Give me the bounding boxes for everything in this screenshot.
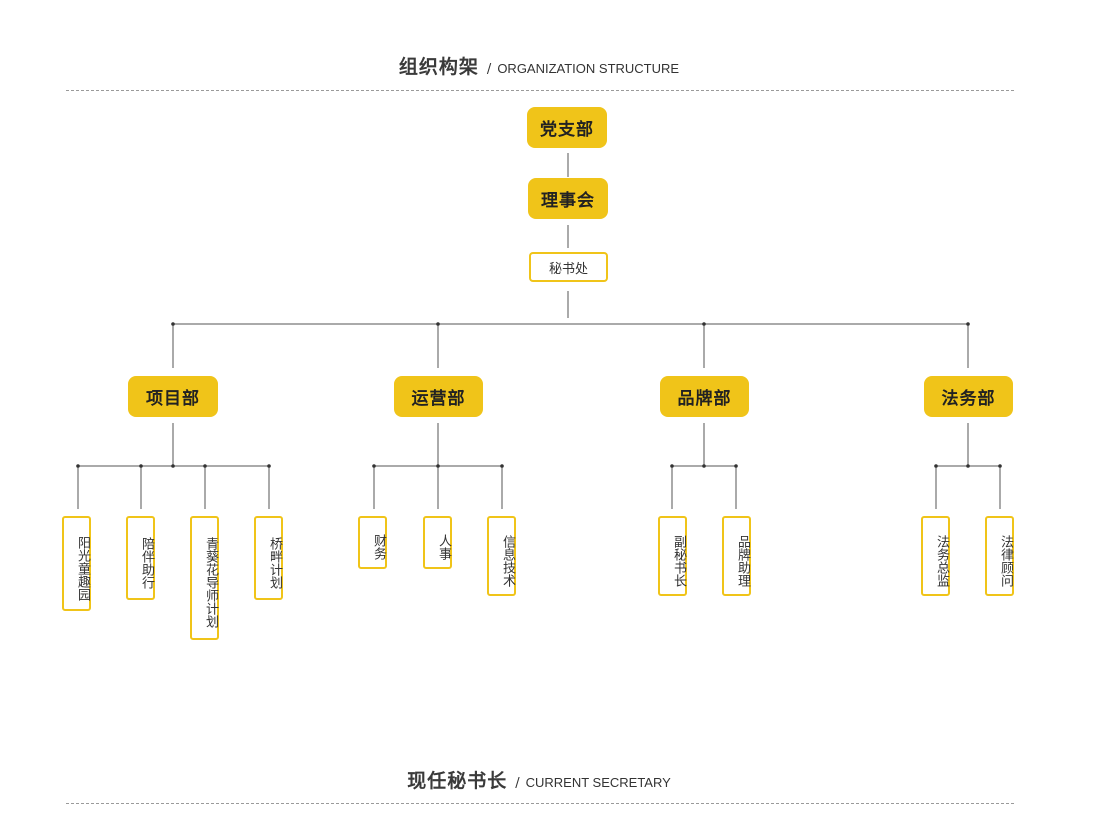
unit-label: 陪伴助行	[139, 536, 154, 589]
node-unit-brand-assistant: 品牌助理	[722, 516, 751, 596]
junction-dot	[171, 464, 175, 468]
junction-dot	[670, 464, 674, 468]
junction-dot	[702, 322, 706, 326]
unit-label: 桥畔计划	[267, 536, 282, 589]
unit-label: 法律顾问	[998, 534, 1013, 587]
node-dept-projects: 项目部	[128, 376, 218, 417]
node-unit-sunshine-garden: 阳光童趣园	[62, 516, 91, 611]
unit-label: 人事	[436, 534, 451, 560]
node-unit-companion: 陪伴助行	[126, 516, 155, 600]
unit-label: 财务	[371, 534, 386, 560]
section-heading-organization: 组织构架 / ORGANIZATION STRUCTURE	[0, 52, 1078, 79]
junction-dot	[372, 464, 376, 468]
unit-label: 法务总监	[934, 534, 949, 587]
node-unit-legal-director: 法务总监	[921, 516, 950, 596]
heading-divider	[66, 90, 1014, 91]
junction-dot	[139, 464, 143, 468]
heading-title-en: ORGANIZATION STRUCTURE	[497, 61, 680, 76]
junction-dot	[966, 322, 970, 326]
node-dept-brand: 品牌部	[660, 376, 749, 417]
unit-label: 阳光童趣园	[75, 535, 90, 601]
junction-dot	[998, 464, 1002, 468]
unit-label: 青葵花导师计划	[203, 537, 218, 628]
footer-title-en: CURRENT SECRETARY	[525, 775, 671, 790]
node-unit-deputy-secretary: 副秘书长	[658, 516, 687, 596]
node-dept-operations: 运营部	[394, 376, 483, 417]
heading-separator: /	[486, 62, 492, 77]
unit-label: 信息技术	[500, 534, 515, 587]
footer-divider	[66, 803, 1014, 804]
junction-dot	[966, 464, 970, 468]
node-unit-legal-counsel: 法律顾问	[985, 516, 1014, 596]
node-unit-mentor-plan: 青葵花导师计划	[190, 516, 219, 640]
node-unit-bridge-plan: 桥畔计划	[254, 516, 283, 600]
node-unit-finance: 财务	[358, 516, 387, 569]
junction-dot	[702, 464, 706, 468]
section-heading-secretary: 现任秘书长 / CURRENT SECRETARY	[0, 766, 1078, 793]
junction-dot	[171, 322, 175, 326]
node-dept-legal: 法务部	[924, 376, 1013, 417]
junction-dot	[436, 464, 440, 468]
junction-dot	[734, 464, 738, 468]
heading-title-cn: 组织构架	[398, 56, 479, 78]
junction-dot	[436, 322, 440, 326]
node-council: 理事会	[528, 178, 608, 219]
junction-dot	[203, 464, 207, 468]
junction-dot	[267, 464, 271, 468]
node-party-branch: 党支部	[527, 107, 607, 148]
node-unit-it: 信息技术	[487, 516, 516, 596]
unit-label: 品牌助理	[735, 534, 750, 587]
junction-dot	[76, 464, 80, 468]
junction-dot	[934, 464, 938, 468]
unit-label: 副秘书长	[671, 534, 686, 587]
node-unit-hr: 人事	[423, 516, 452, 569]
footer-title-cn: 现任秘书长	[407, 770, 508, 792]
junction-dot	[500, 464, 504, 468]
node-secretariat: 秘书处	[529, 252, 608, 282]
footer-separator: /	[515, 776, 520, 791]
